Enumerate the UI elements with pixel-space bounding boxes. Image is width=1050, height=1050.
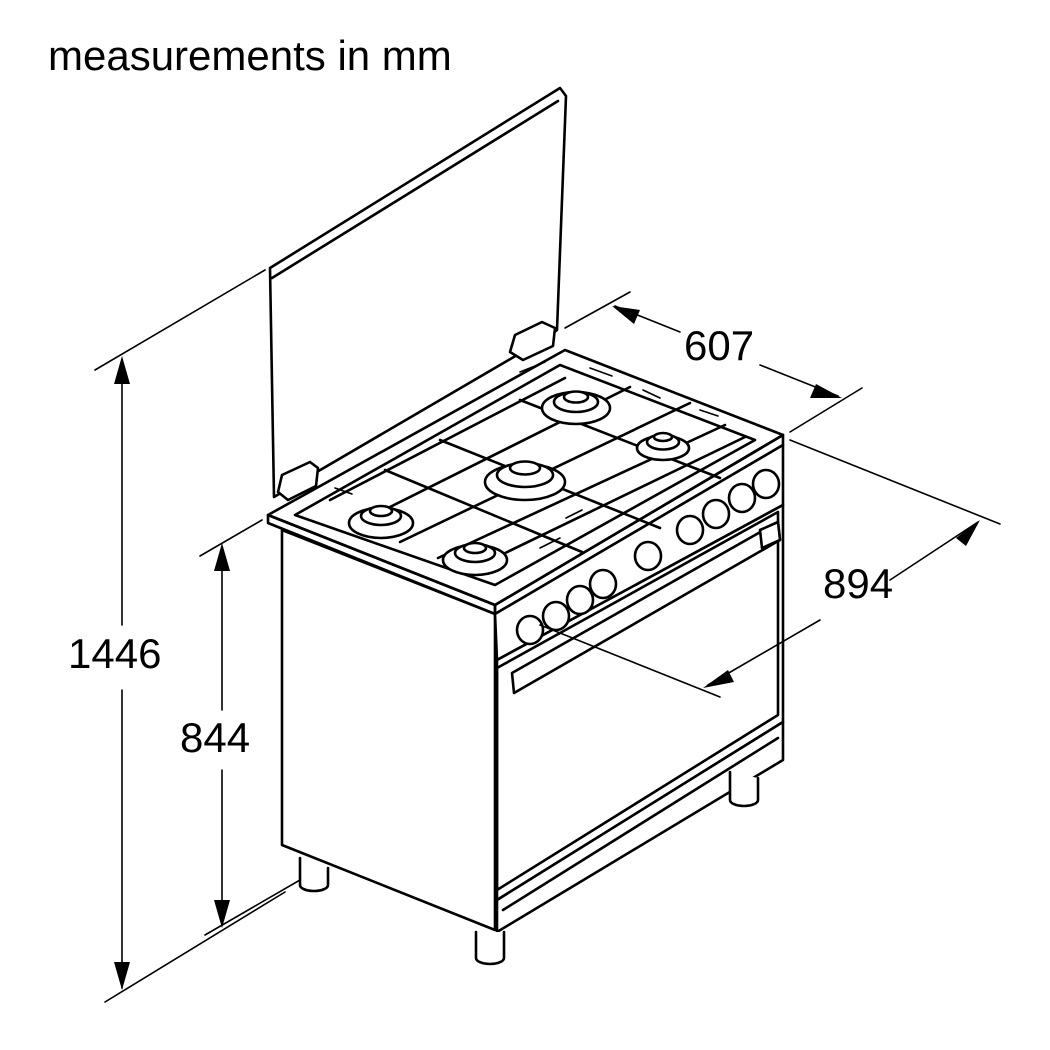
- oven-handle-icon: [510, 520, 782, 695]
- knob-icon: [515, 468, 781, 646]
- dimension-width: 894: [539, 439, 1001, 698]
- dimension-label-width: 894: [823, 560, 893, 607]
- dimension-label-depth: 607: [684, 322, 754, 369]
- burner-icon: [635, 431, 691, 462]
- burner-icon: [441, 541, 509, 577]
- dimension-label-body-height: 844: [180, 714, 250, 761]
- dimension-label-total-height: 1446: [68, 630, 161, 677]
- storage-drawer: [495, 720, 785, 934]
- burner-icon: [540, 390, 612, 426]
- dimension-total-height: 1446: [68, 269, 286, 1003]
- gas-range-cooker-icon: [266, 86, 785, 966]
- feet: [298, 770, 760, 966]
- page-title: measurements in mm: [48, 32, 452, 79]
- burner-icon: [483, 460, 567, 502]
- dimension-body-height: 844: [180, 519, 301, 936]
- body-side: [280, 528, 497, 932]
- lid: [268, 86, 568, 502]
- burner-icon: [347, 504, 415, 540]
- dimension-depth: 607: [564, 291, 863, 433]
